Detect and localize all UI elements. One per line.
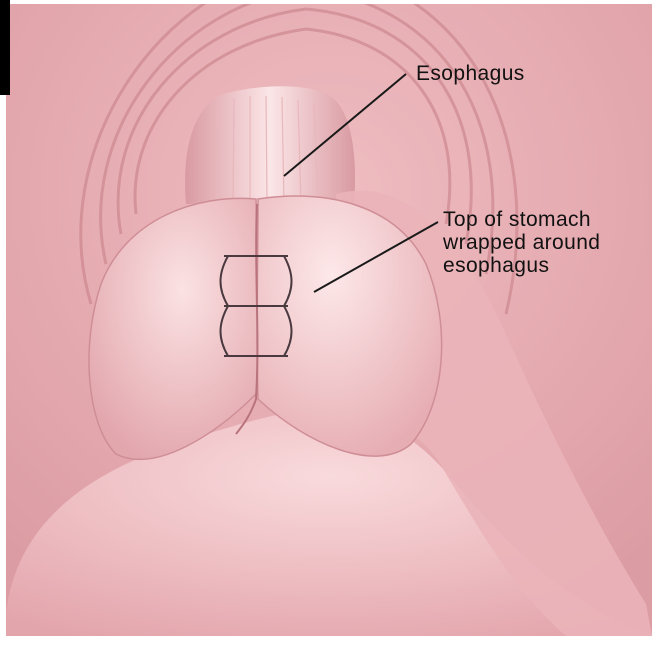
stomach-wrap-label-line-3: esophagus: [443, 254, 600, 277]
esophagus-tube: [185, 86, 355, 204]
stomach-wrap-label: Top of stomach wrapped around esophagus: [443, 208, 600, 277]
fundoplication-illustration: [6, 4, 652, 636]
stomach-wrap-label-line-1: Top of stomach: [443, 208, 600, 231]
esophagus-label: Esophagus: [416, 62, 525, 85]
stomach-wrap-label-line-2: wrapped around: [443, 231, 600, 254]
corner-black-bar: [0, 0, 10, 95]
